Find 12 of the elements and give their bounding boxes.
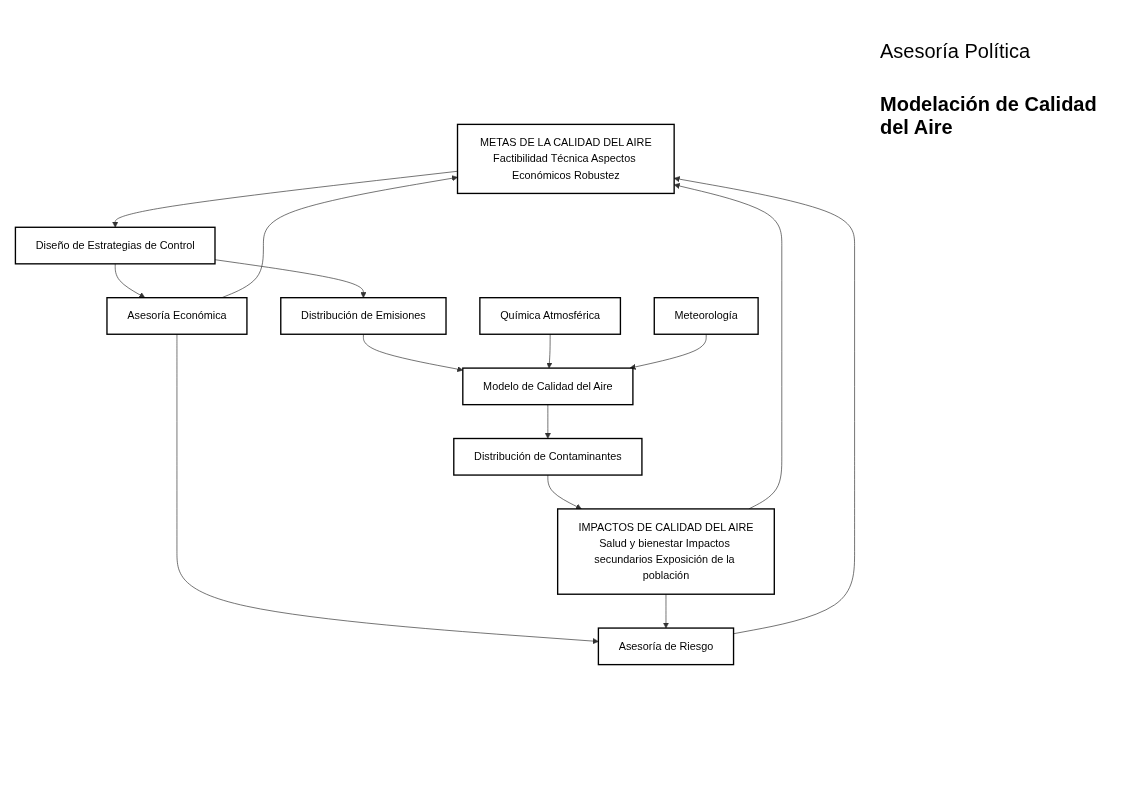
node-box: Diseño de Estrategias de Control	[14, 226, 216, 265]
section-label: Asesoría Política	[880, 40, 1032, 63]
node-box: Modelo de Calidad del Aire	[462, 367, 634, 406]
node-box: Meteorología	[653, 297, 759, 335]
node-box: Distribución de Emisiones	[280, 297, 447, 335]
node-box: METAS DE LA CALIDAD DEL AIRE Factibilidad Técnica Aspectos Económicos Robustez	[456, 123, 675, 195]
node-box: IMPACTOS DE CALIDAD DEL AIRE Salud y bienestar Impactos secundarios Exposición de la población	[556, 508, 775, 595]
node-box: Asesoría Económica	[106, 297, 248, 335]
node-box: Asesoría de Riesgo	[597, 627, 735, 666]
section-label: Modelación de Calidad del Aire	[880, 93, 1098, 139]
node-box: Química Atmosférica	[479, 297, 622, 335]
node-box: Distribución de Contaminantes	[453, 437, 643, 476]
